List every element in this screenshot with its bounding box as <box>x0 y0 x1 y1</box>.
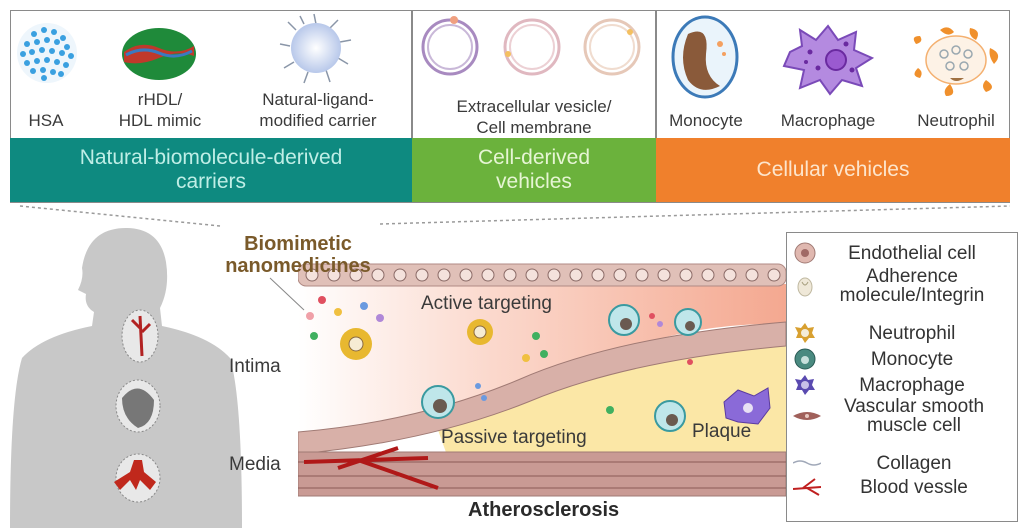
macrophage-label: Macrophage <box>780 111 876 130</box>
ligand-carrier-icon <box>279 13 352 84</box>
monocyte-cell <box>421 385 455 419</box>
vesicle-membrane-icon <box>421 16 641 76</box>
legend-item: Monocyte <box>793 347 1007 371</box>
blood-vessel <box>303 446 439 490</box>
ligand-carrier-label-line1: Natural-ligand- <box>262 90 374 109</box>
neutrophil-cell <box>467 319 493 345</box>
active-targeting-label: Active targeting <box>421 293 552 314</box>
monocyte-cell <box>674 308 702 336</box>
monocyte-label: Monocyte <box>669 111 743 130</box>
legend-label: Neutrophil <box>868 322 956 344</box>
panel-divider <box>411 10 413 138</box>
neutrophil-icon <box>795 323 815 343</box>
endothelium-plaque <box>298 321 786 455</box>
macrophage-icon <box>795 375 815 395</box>
plaque-region <box>438 331 786 458</box>
biomimetic-title-line1: Biomimetic <box>244 233 352 255</box>
category-title-line2: carriers <box>175 170 246 193</box>
category-band-cellular-vehicles: Cellular vehicles <box>656 138 1010 202</box>
pointer-line <box>269 277 305 311</box>
rhdl-label-line2: HDL mimic <box>118 111 202 130</box>
vessel-lumen <box>298 284 786 432</box>
legend-item: Neutrophil <box>793 321 1007 345</box>
monocyte-icon <box>794 348 816 370</box>
aorta-bifurcation-inset <box>114 453 161 503</box>
heart-inset <box>115 379 161 433</box>
monocyte-cell <box>654 400 686 432</box>
legend-label: molecule/Integrin <box>839 285 985 306</box>
biomimetic-title-line2: nanomedicines <box>225 255 371 277</box>
legend-item: Collagen <box>793 451 1007 475</box>
nanoparticles <box>306 296 693 414</box>
legend-label: Vascular smooth <box>843 396 985 417</box>
monocyte-cell <box>608 304 640 336</box>
macrophage-icon <box>782 24 875 96</box>
legend-label: Blood vessle <box>860 476 968 498</box>
legend-item: Blood vessle <box>793 475 1007 499</box>
rhdl-particle-icon <box>122 28 196 80</box>
hsa-label: HSA <box>28 111 64 130</box>
endothelial-cell-icon <box>794 242 816 264</box>
legend-label: Collagen <box>876 452 952 474</box>
category-title-line2: vehicles <box>496 170 572 193</box>
legend-label: Macrophage <box>859 374 965 396</box>
neutrophil-cell <box>340 328 372 360</box>
smooth-muscle-cell-icon <box>793 412 821 420</box>
human-body-silhouette <box>10 228 242 528</box>
legend-label: Endothelial cell <box>848 242 976 264</box>
ligand-carrier-label-line2: modified carrier <box>259 111 377 130</box>
artery-wall-illustration <box>298 263 786 497</box>
monocyte-icon <box>671 15 739 99</box>
vesicle-label-line1: Extracellular vesicle/ <box>456 97 612 116</box>
passive-targeting-label: Passive targeting <box>441 427 587 448</box>
category-title: Cellular vehicles <box>756 158 910 181</box>
neutrophil-label: Neutrophil <box>917 111 995 130</box>
carotid-artery-inset <box>121 309 159 363</box>
panel-divider <box>655 10 657 138</box>
adherence-molecule-icon <box>797 277 813 297</box>
category-title-line1: Natural-biomolecule-derived <box>79 146 343 169</box>
vesicle-label-line2: Cell membrane <box>476 118 592 137</box>
intima-label: Intima <box>229 356 281 377</box>
macrophage-cell <box>723 387 771 425</box>
figure-caption: Atherosclerosis <box>468 499 620 521</box>
media-label: Media <box>229 454 281 475</box>
collagen-icon <box>793 460 821 466</box>
endothelium-top <box>298 263 786 287</box>
legend-label: Monocyte <box>870 348 954 370</box>
legend-item: Endothelial cell <box>793 241 1007 265</box>
category-title-line1: Cell-derived <box>477 146 591 169</box>
hsa-nanoparticle-icon <box>17 23 77 83</box>
neutrophil-icon <box>913 27 999 96</box>
plaque-label: Plaque <box>692 421 752 442</box>
legend-label: Adherence <box>866 266 958 287</box>
rhdl-label-line1: rHDL/ <box>137 90 183 109</box>
blood-vessel-icon <box>793 478 821 496</box>
legend-label: muscle cell <box>867 415 961 436</box>
legend-item: Macrophage <box>793 373 1007 397</box>
